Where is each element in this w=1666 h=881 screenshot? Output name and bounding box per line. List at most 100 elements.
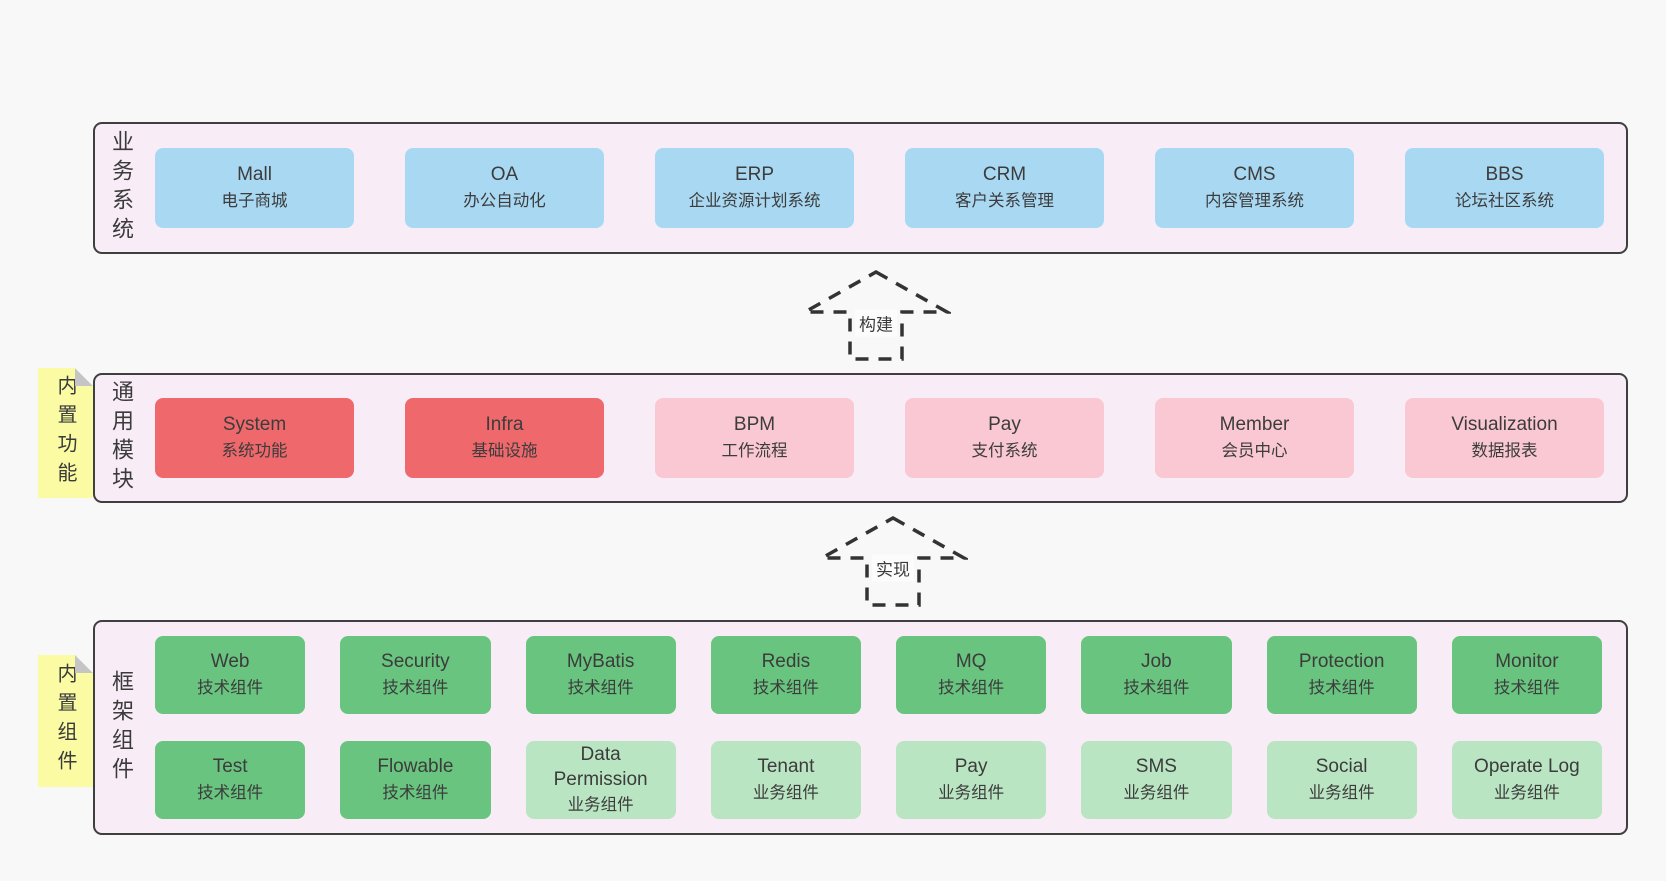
- card-desc: 技术组件: [382, 679, 449, 698]
- card-name: MQ: [955, 651, 987, 673]
- card-desc: 电子商城: [221, 192, 288, 211]
- panel-framework-components: 框架组件 Web 技术组件 Security 技术组件 MyBatis 技术组件…: [93, 620, 1628, 835]
- card-operate-log: Operate Log 业务组件: [1451, 741, 1602, 819]
- card-visualization: Visualization 数据报表: [1405, 398, 1604, 478]
- card-member: Member 会员中心: [1155, 398, 1354, 478]
- folded-corner-icon: [75, 655, 93, 673]
- card-desc: 技术组件: [1308, 679, 1375, 698]
- card-sms: SMS 业务组件: [1081, 741, 1232, 819]
- card-name: Data Permission: [553, 744, 648, 790]
- card-name: Job: [1141, 651, 1172, 673]
- card-desc: 技术组件: [1123, 679, 1190, 698]
- card-name: System: [222, 414, 287, 436]
- card-name: Pay: [988, 414, 1021, 436]
- card-name: Protection: [1298, 651, 1385, 673]
- card-name: BBS: [1485, 164, 1524, 186]
- card-erp: ERP 企业资源计划系统: [655, 148, 854, 228]
- card-monitor: Monitor 技术组件: [1451, 636, 1602, 714]
- layer-label-common-modules: 通用模块: [109, 380, 134, 496]
- card-name: OA: [490, 164, 519, 186]
- arrow-label-build: 构建: [855, 309, 897, 337]
- card-desc: 内容管理系统: [1205, 192, 1304, 211]
- card-name: Test: [212, 756, 248, 778]
- card-name: SMS: [1135, 756, 1177, 778]
- card-name: Member: [1219, 414, 1290, 436]
- component-row-2: Test 技术组件 Flowable 技术组件 Data Permission …: [155, 741, 1602, 819]
- card-name: Visualization: [1451, 414, 1558, 436]
- arrow-label-implement: 实现: [872, 554, 914, 582]
- card-desc: 会员中心: [1221, 442, 1288, 461]
- card-data-permission: Data Permission 业务组件: [525, 741, 676, 819]
- card-desc: 业务组件: [567, 796, 634, 815]
- card-name: Redis: [761, 651, 811, 673]
- business-cards-row: Mall 电子商城 OA 办公自动化 ERP 企业资源计划系统 CRM 客户关系…: [147, 148, 1626, 228]
- component-cards-grid: Web 技术组件 Security 技术组件 MyBatis 技术组件 Redi…: [147, 636, 1626, 819]
- card-system: System 系统功能: [155, 398, 354, 478]
- card-desc: 技术组件: [567, 679, 634, 698]
- card-desc: 技术组件: [382, 784, 449, 803]
- card-bbs: BBS 论坛社区系统: [1405, 148, 1604, 228]
- card-cms: CMS 内容管理系统: [1155, 148, 1354, 228]
- card-crm: CRM 客户关系管理: [905, 148, 1104, 228]
- card-name: Infra: [485, 414, 524, 436]
- card-name: Web: [210, 651, 250, 673]
- module-cards-row: System 系统功能 Infra 基础设施 BPM 工作流程 Pay 支付系统…: [147, 398, 1626, 478]
- card-name: ERP: [734, 164, 775, 186]
- dashed-up-arrow-build: [801, 269, 951, 361]
- card-name: Pay: [954, 756, 988, 778]
- card-desc: 技术组件: [752, 679, 819, 698]
- card-desc: 办公自动化: [463, 192, 546, 211]
- card-desc: 业务组件: [1123, 784, 1190, 803]
- card-mybatis: MyBatis 技术组件: [525, 636, 676, 714]
- card-security: Security 技术组件: [340, 636, 491, 714]
- card-name: Monitor: [1495, 651, 1559, 673]
- dashed-up-arrow-implement: [818, 515, 968, 607]
- card-mall: Mall 电子商城: [155, 148, 354, 228]
- card-desc: 支付系统: [971, 442, 1038, 461]
- card-tenant: Tenant 业务组件: [710, 741, 861, 819]
- layer-label-framework-components: 框架组件: [109, 669, 134, 786]
- sticky-built-in-components: 内置组件: [38, 655, 93, 787]
- card-desc: 业务组件: [938, 784, 1005, 803]
- card-desc: 技术组件: [197, 784, 264, 803]
- card-name: Mall: [237, 164, 272, 186]
- card-desc: 工作流程: [721, 442, 788, 461]
- card-desc: 技术组件: [1493, 679, 1560, 698]
- card-pay: Pay 支付系统: [905, 398, 1104, 478]
- card-desc: 基础设施: [471, 442, 538, 461]
- card-desc: 业务组件: [1493, 784, 1560, 803]
- card-name: Tenant: [757, 756, 815, 778]
- card-desc: 业务组件: [1308, 784, 1375, 803]
- card-desc: 论坛社区系统: [1455, 192, 1554, 211]
- layer-label-business-systems: 业务系统: [109, 130, 134, 246]
- sticky-text: 内置功能: [54, 375, 76, 491]
- card-desc: 系统功能: [221, 442, 288, 461]
- card-mq: MQ 技术组件: [896, 636, 1047, 714]
- card-infra: Infra 基础设施: [405, 398, 604, 478]
- card-social: Social 业务组件: [1266, 741, 1417, 819]
- card-flowable: Flowable 技术组件: [340, 741, 491, 819]
- card-job: Job 技术组件: [1081, 636, 1232, 714]
- card-name: MyBatis: [566, 651, 635, 673]
- card-web: Web 技术组件: [155, 636, 306, 714]
- panel-common-modules: 通用模块 System 系统功能 Infra 基础设施 BPM 工作流程 Pay…: [93, 373, 1628, 503]
- card-redis: Redis 技术组件: [710, 636, 861, 714]
- component-row-1: Web 技术组件 Security 技术组件 MyBatis 技术组件 Redi…: [155, 636, 1602, 714]
- sticky-text: 内置组件: [54, 663, 76, 779]
- card-name: Operate Log: [1474, 756, 1580, 778]
- card-bpm: BPM 工作流程: [655, 398, 854, 478]
- card-desc: 技术组件: [938, 679, 1005, 698]
- card-desc: 企业资源计划系统: [688, 192, 821, 211]
- card-protection: Protection 技术组件: [1266, 636, 1417, 714]
- card-name: Security: [381, 651, 450, 673]
- card-name: CMS: [1233, 164, 1276, 186]
- card-desc: 技术组件: [197, 679, 264, 698]
- card-name: Social: [1315, 756, 1368, 778]
- folded-corner-icon: [75, 368, 93, 386]
- card-test: Test 技术组件: [155, 741, 306, 819]
- panel-business-systems: 业务系统 Mall 电子商城 OA 办公自动化 ERP 企业资源计划系统 CRM…: [93, 122, 1628, 254]
- card-desc: 数据报表: [1471, 442, 1538, 461]
- card-name: CRM: [982, 164, 1027, 186]
- card-name: Flowable: [377, 756, 454, 778]
